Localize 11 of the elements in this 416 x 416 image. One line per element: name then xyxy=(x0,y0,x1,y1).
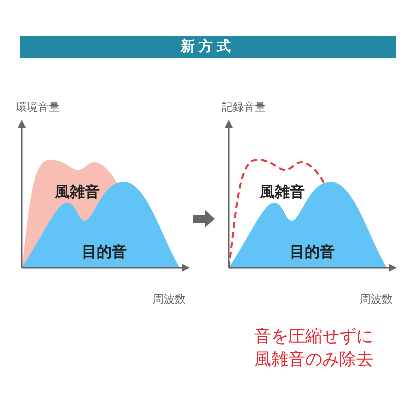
title-band: 新方式 xyxy=(20,36,396,58)
area-label: 風雑音 xyxy=(55,183,100,202)
area-label: 目的音 xyxy=(82,243,127,262)
axis-label: 環境音量 xyxy=(16,100,60,115)
area-label: 目的音 xyxy=(290,243,335,262)
axis-label: 記録音量 xyxy=(222,100,266,115)
note-text: 音を圧縮せずに風雑音のみ除去 xyxy=(254,326,374,372)
arrow xyxy=(193,210,215,228)
axis-label: 周波数 xyxy=(153,292,186,307)
axis-label: 周波数 xyxy=(360,292,393,307)
area-label: 風雑音 xyxy=(260,183,305,202)
